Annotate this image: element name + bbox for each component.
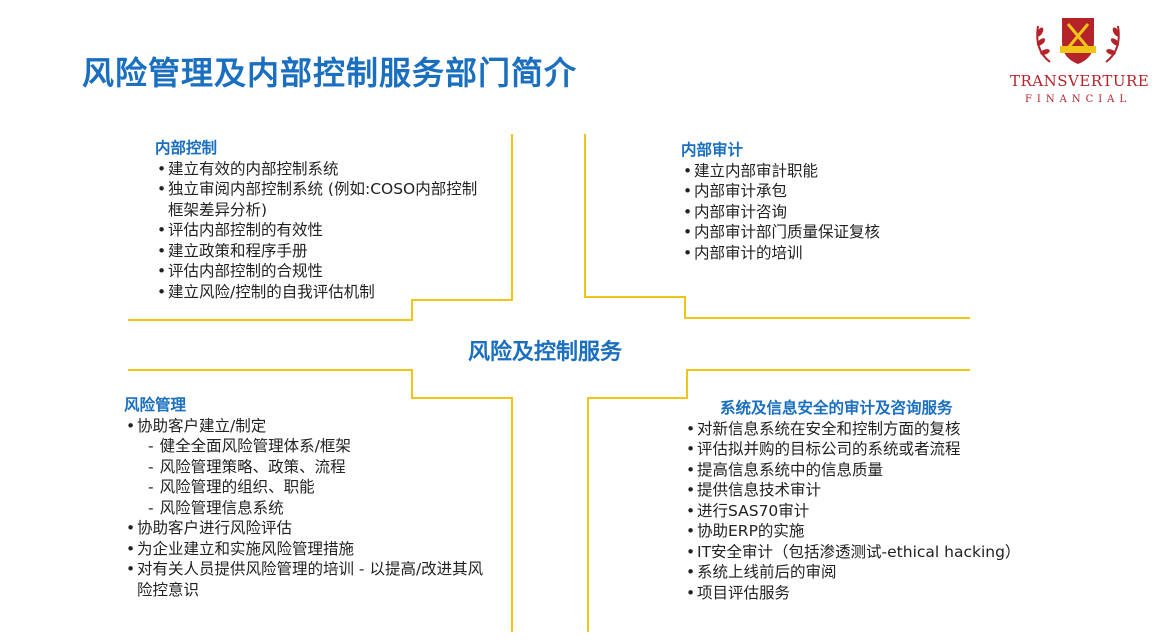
list-item: 提供信息技术审计	[684, 480, 1064, 501]
logo-name: TRANSVERTURE	[1010, 72, 1150, 90]
sub-list-item: -健全全面风险管理体系/框架	[148, 437, 351, 455]
list-item: 独立审阅内部控制系统 (例如:COSO内部控制框架差异分析)	[155, 179, 488, 220]
risk-management-section: 风险管理 协助客户建立/制定 -健全全面风险管理体系/框架 -风险管理策略、政策…	[124, 395, 499, 600]
page-title: 风险管理及内部控制服务部门简介	[82, 54, 578, 92]
list-item: 协助客户建立/制定	[124, 416, 499, 437]
sub-list-item: -风险管理策略、政策、流程	[148, 457, 346, 476]
list-item: 建立内部审計职能	[681, 161, 961, 182]
list-item: 评估内部控制的合规性	[155, 261, 500, 282]
internal-control-section: 内部控制 建立有效的内部控制系统 独立审阅内部控制系统 (例如:COSO内部控制…	[155, 138, 500, 302]
systems-audit-heading: 系统及信息安全的审计及咨询服务	[720, 399, 953, 417]
list-item: 提高信息系统中的信息质量	[684, 460, 1064, 481]
logo-subtitle: FINANCIAL	[1024, 94, 1132, 105]
risk-management-heading: 风险管理	[124, 396, 187, 414]
internal-control-heading: 内部控制	[155, 139, 218, 157]
list-item: 协助ERP的实施	[684, 521, 1064, 542]
list-item: IT安全审计（包括渗透测试-ethical hacking）	[684, 542, 1064, 563]
sub-list-item: -风险管理信息系统	[148, 498, 284, 517]
list-item: 内部审计部门质量保证复核	[681, 222, 961, 243]
list-item: 评估拟并购的目标公司的系统或者流程	[684, 439, 1064, 460]
list-item: 建立政策和程序手册	[155, 241, 500, 262]
systems-audit-section: 系统及信息安全的审计及咨询服务 对新信息系统在安全和控制方面的复核 评估拟并购的…	[684, 398, 1064, 603]
internal-audit-section: 内部审计 建立内部审計职能 内部审计承包 内部审计咨询 内部审计部门质量保证复核…	[681, 140, 961, 263]
list-item: 建立风险/控制的自我评估机制	[155, 282, 500, 303]
list-item: 内部审计承包	[681, 181, 961, 202]
company-logo: TRANSVERTURE FINANCIAL	[1010, 12, 1150, 112]
list-item: 项目评估服务	[684, 583, 1064, 604]
center-label: 风险及控制服务	[468, 340, 623, 365]
list-item: 系统上线前后的审阅	[684, 562, 1064, 583]
divider-bottom-left	[128, 369, 513, 632]
list-item: 内部审计咨询	[681, 202, 961, 223]
list-item: 内部审计的培训	[681, 243, 961, 264]
divider-top-right	[584, 134, 970, 319]
list-item: 建立有效的内部控制系统	[155, 159, 500, 180]
internal-audit-heading: 内部审计	[681, 141, 744, 159]
list-item: 协助客户进行风险评估	[124, 518, 499, 539]
sub-list-item: -风险管理的组织、职能	[148, 478, 315, 496]
list-item: 评估内部控制的有效性	[155, 220, 500, 241]
divider-bottom-right	[587, 369, 970, 632]
list-item: 为企业建立和实施风险管理措施	[124, 539, 499, 560]
list-item: 对新信息系统在安全和控制方面的复核	[684, 419, 1064, 440]
list-item: 对有关人员提供风险管理的培训 - 以提高/改进其风险控意识	[124, 559, 492, 600]
crest-icon	[1036, 18, 1120, 64]
list-item: 进行SAS70审计	[684, 501, 1064, 522]
